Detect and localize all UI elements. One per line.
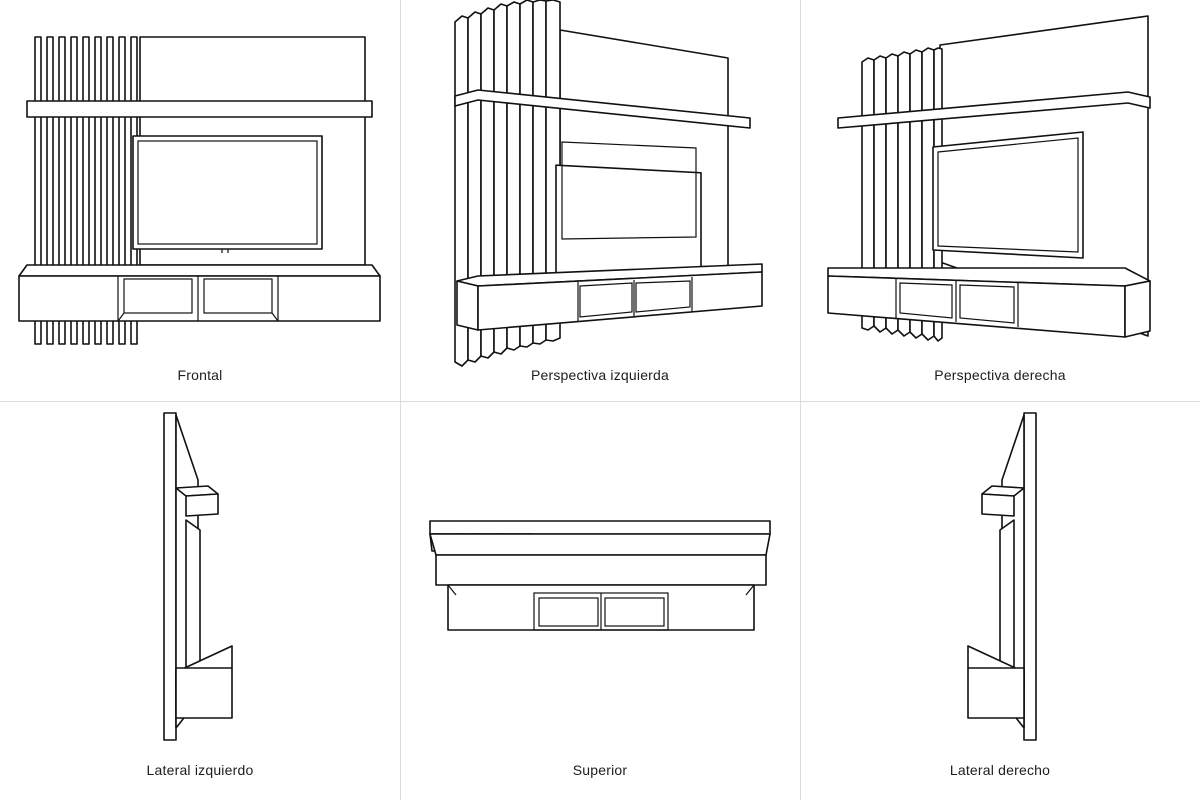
caption-lateral-izquierdo: Lateral izquierdo (146, 762, 254, 778)
frontal-slats (34, 36, 138, 345)
perspectiva-izquierda-slats (454, 0, 561, 367)
lateral-derecho-drawing (967, 412, 1037, 741)
vertical-divider-2 (800, 0, 801, 800)
perspectiva-izquierda-drawing (454, 0, 763, 367)
lateral-izquierdo-drawing (163, 412, 233, 741)
perspectiva-derecha-drawing (827, 15, 1151, 342)
caption-superior: Superior (572, 762, 628, 778)
frontal-shelf (26, 100, 373, 118)
frontal-tv (132, 135, 323, 250)
frontal-cabinet-top (18, 264, 381, 277)
caption-perspectiva-derecha: Perspectiva derecha (934, 367, 1066, 383)
horizontal-divider (0, 401, 1200, 402)
vertical-divider-1 (400, 0, 401, 800)
caption-frontal: Frontal (177, 367, 223, 383)
frontal-drawing (18, 36, 381, 345)
caption-perspectiva-izquierda: Perspectiva izquierda (530, 367, 670, 383)
frontal-cabinet (18, 275, 381, 322)
caption-lateral-derecho: Lateral derecho (949, 762, 1051, 778)
superior-drawing (429, 520, 771, 631)
